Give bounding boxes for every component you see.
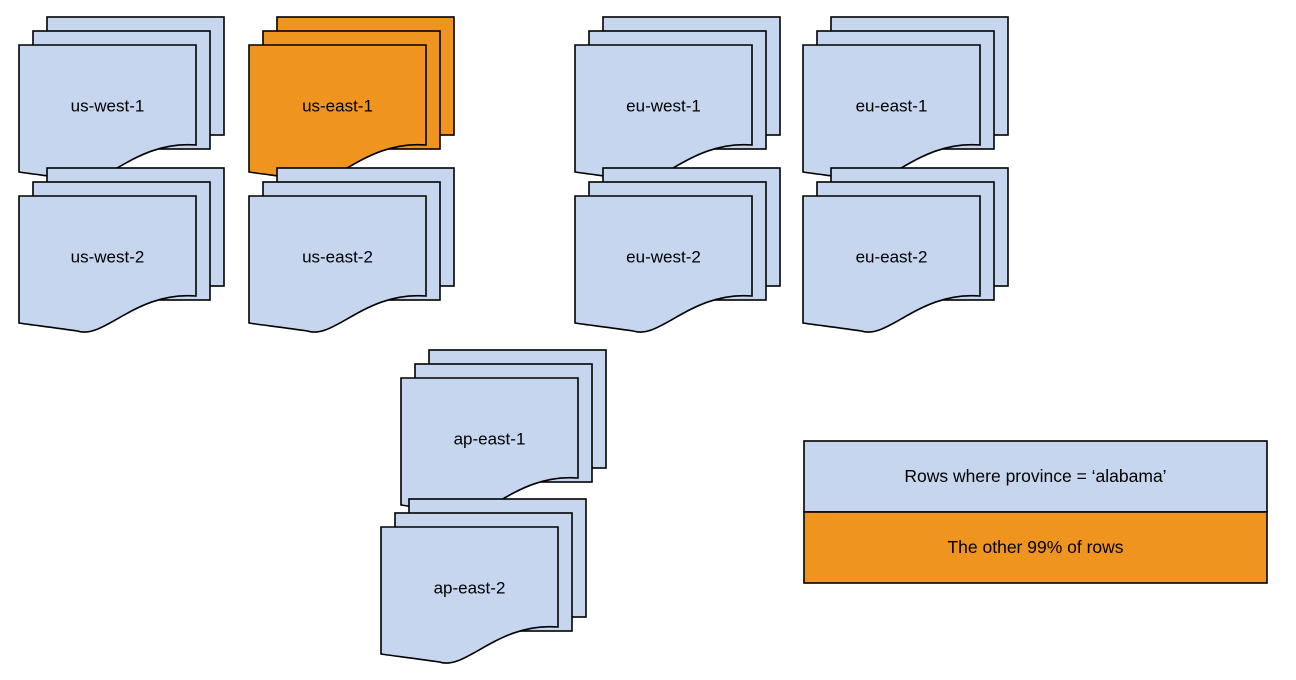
document-stack-us-west-2[interactable]: us-west-2 [18,167,225,333]
stack-label-eu-east-2: eu-east-2 [856,247,928,266]
document-stack-ap-east-2[interactable]: ap-east-2 [380,498,587,664]
stack-label-ap-east-2: ap-east-2 [434,578,506,597]
document-stack-us-east-1[interactable]: us-east-1 [248,16,455,182]
stack-label-us-west-2: us-west-2 [71,247,145,266]
document-stack-eu-west-2[interactable]: eu-west-2 [574,167,781,333]
stack-label-eu-east-1: eu-east-1 [856,96,928,115]
document-stack-ap-east-1[interactable]: ap-east-1 [400,349,607,515]
legend-row-blue: Rows where province = ‘alabama’ [803,440,1268,513]
legend-row-blue-label: Rows where province = ‘alabama’ [904,466,1166,486]
stack-label-us-east-1: us-east-1 [302,96,373,115]
stack-label-us-west-1: us-west-1 [71,96,145,115]
document-stack-eu-west-1[interactable]: eu-west-1 [574,16,781,182]
legend-row-orange-swatch [803,511,1268,584]
stack-front-sheet [574,195,753,333]
stack-label-eu-west-1: eu-west-1 [626,96,701,115]
stack-label-us-east-2: us-east-2 [302,247,373,266]
stack-front-sheet [802,195,981,333]
document-stacks-group: us-west-1 us-east-1 eu-west-1 eu-east-1 us-w… [18,16,1009,664]
stack-front-sheet [18,195,197,333]
legend-row-orange: The other 99% of rows [803,511,1268,584]
legend-row-blue-swatch [803,440,1268,513]
legend-row-orange-label: The other 99% of rows [947,537,1123,557]
document-stack-us-west-1[interactable]: us-west-1 [18,16,225,182]
document-stack-eu-east-2[interactable]: eu-east-2 [802,167,1009,333]
document-stack-us-east-2[interactable]: us-east-2 [248,167,455,333]
stack-label-eu-west-2: eu-west-2 [626,247,701,266]
stack-label-ap-east-1: ap-east-1 [454,429,526,448]
legend-group: Rows where province = ‘alabama’ The other… [803,440,1268,584]
stack-front-sheet [380,526,559,664]
document-stack-eu-east-1[interactable]: eu-east-1 [802,16,1009,182]
stack-front-sheet [248,195,427,333]
